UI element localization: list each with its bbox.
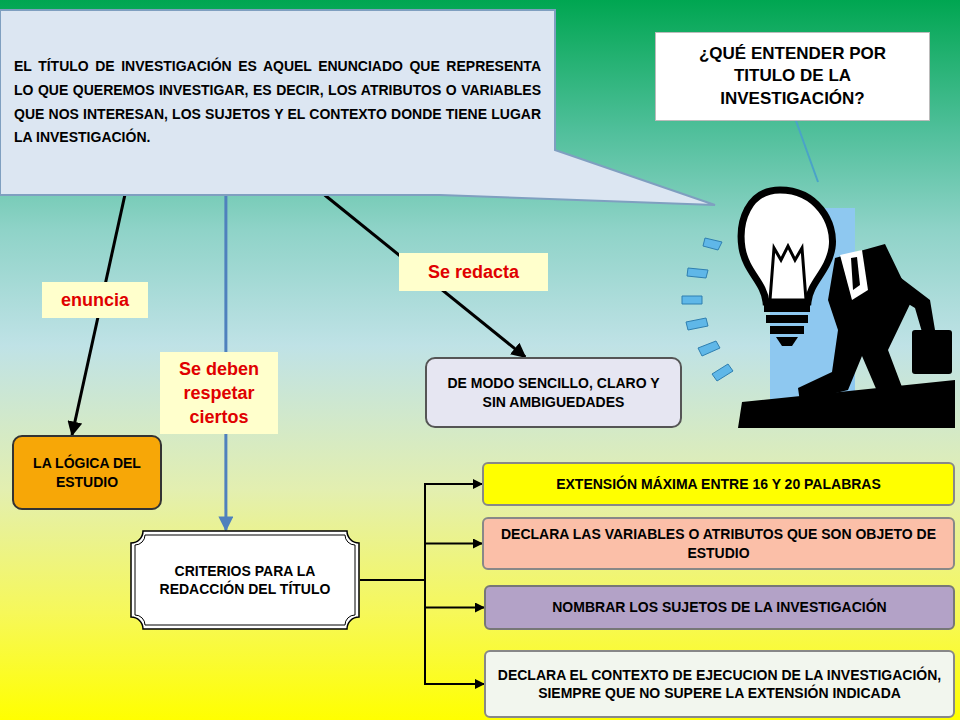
ray	[703, 238, 722, 250]
question-box: ¿QUÉ ENTENDER POR TITULO DE LA INVESTIGA…	[655, 32, 930, 121]
tie	[851, 257, 860, 290]
text-area: NOMBRAR LOS SUJETOS DE LA INVESTIGACIÓN	[486, 587, 953, 628]
bulb-base	[770, 326, 804, 334]
concept-box: LA LÓGICA DEL ESTUDIO	[12, 435, 162, 510]
leader-line	[795, 118, 818, 182]
node-text: EL TÍTULO DE INVESTIGACIÓN ES AQUEL ENUN…	[14, 55, 541, 150]
edge-label: Se deben respetar ciertos	[160, 352, 278, 434]
scroll-inner-outline	[135, 535, 355, 625]
text-area: EXTENSIÓN MÁXIMA ENTRE 16 Y 20 PALABRAS	[484, 464, 953, 504]
node-text: NOMBRAR LOS SUJETOS DE LA INVESTIGACIÓN	[494, 598, 945, 616]
briefcase	[912, 330, 952, 374]
connector-arrow	[360, 580, 484, 608]
criterion-box: DECLARA LAS VARIABLES O ATRIBUTOS QUE SO…	[482, 517, 955, 570]
style-box: DE MODO SENCILLO, CLARO Y SIN AMBIGUEDAD…	[425, 357, 682, 428]
ray	[687, 268, 708, 278]
text-area: DECLARA EL CONTEXTO DE EJECUCION DE LA I…	[486, 652, 953, 716]
text-area: LA LÓGICA DEL ESTUDIO	[14, 437, 160, 508]
text-area: ¿QUÉ ENTENDER POR TITULO DE LA INVESTIGA…	[656, 33, 929, 120]
node-text: ¿QUÉ ENTENDER POR TITULO DE LA INVESTIGA…	[666, 43, 919, 109]
bulb-base	[766, 315, 808, 323]
criteria-scroll: CRITERIOS PARA LA REDACCIÓN DEL TÍTULO	[130, 530, 360, 630]
criterion-box: DECLARA EL CONTEXTO DE EJECUCION DE LA I…	[484, 650, 955, 718]
edge-label: Se redacta	[399, 253, 548, 291]
bulb-tip	[776, 337, 798, 346]
bulb-base	[764, 302, 810, 312]
man-arm	[872, 262, 935, 332]
bulb-glass	[741, 190, 832, 302]
node-text: CRITERIOS PARA LA REDACCIÓN DEL TÍTULO	[148, 562, 342, 598]
scroll-outline	[131, 531, 359, 629]
ray	[698, 341, 720, 356]
text-area: DECLARA LAS VARIABLES O ATRIBUTOS QUE SO…	[484, 519, 953, 568]
node-text: DE MODO SENCILLO, CLARO Y SIN AMBIGUEDAD…	[437, 374, 670, 410]
criterion-box: EXTENSIÓN MÁXIMA ENTRE 16 Y 20 PALABRAS	[482, 462, 955, 506]
node-text: DECLARA EL CONTEXTO DE EJECUCION DE LA I…	[492, 666, 947, 702]
criterion-box: NOMBRAR LOS SUJETOS DE LA INVESTIGACIÓN	[484, 585, 955, 630]
ray	[682, 296, 702, 304]
node-text: EXTENSIÓN MÁXIMA ENTRE 16 Y 20 PALABRAS	[492, 475, 945, 493]
scroll-outline	[130, 530, 360, 630]
definition-callout: EL TÍTULO DE INVESTIGACIÓN ES AQUEL ENUN…	[0, 10, 555, 195]
connector-arrow	[360, 580, 484, 684]
bulb-filament	[770, 246, 806, 300]
callout-bubble	[0, 10, 715, 205]
node-text: DECLARA LAS VARIABLES O ATRIBUTOS QUE SO…	[491, 525, 946, 561]
ray	[712, 364, 733, 381]
text-area: DE MODO SENCILLO, CLARO Y SIN AMBIGUEDAD…	[427, 359, 680, 426]
connector-arrow	[360, 544, 482, 581]
connector-arrow	[360, 484, 482, 580]
text-area: CRITERIOS PARA LA REDACCIÓN DEL TÍTULO	[130, 530, 360, 630]
node-text: LA LÓGICA DEL ESTUDIO	[24, 454, 150, 490]
bubble-outline	[0, 10, 555, 195]
shirt	[840, 250, 868, 300]
light-rays	[682, 238, 733, 381]
text-area: EL TÍTULO DE INVESTIGACIÓN ES AQUEL ENUN…	[0, 10, 555, 195]
edge-label: enuncia	[42, 282, 148, 318]
ray	[686, 318, 708, 330]
